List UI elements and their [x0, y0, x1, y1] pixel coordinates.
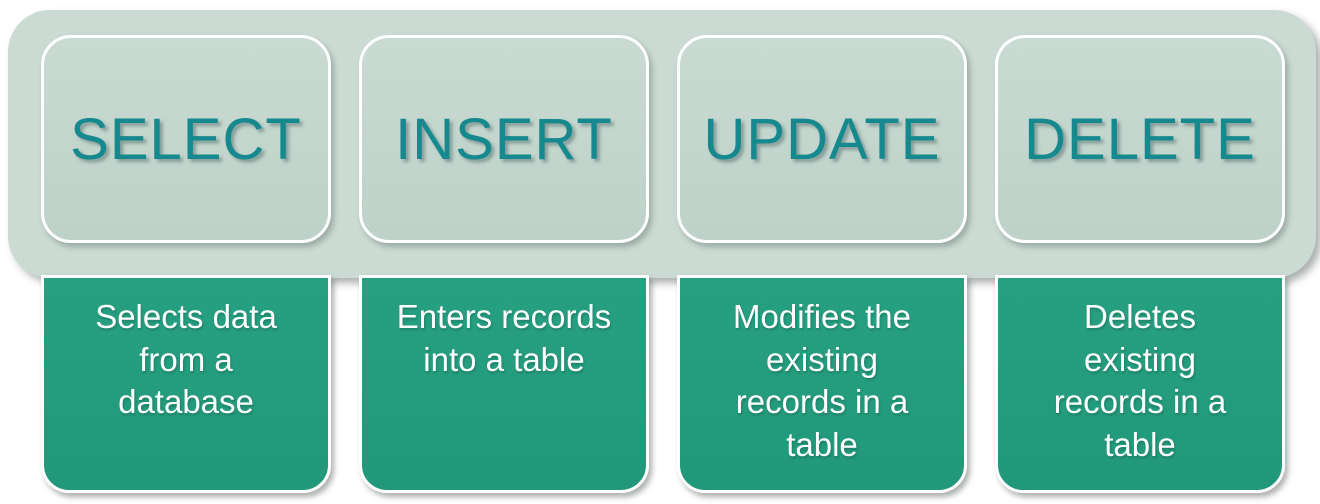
command-box-insert: INSERT [359, 35, 649, 243]
command-box-delete: DELETE [995, 35, 1285, 243]
command-title-delete: DELETE [1024, 106, 1256, 172]
command-box-update: UPDATE [677, 35, 967, 243]
description-text-update: Modifies the existing records in a table [733, 298, 911, 463]
description-box-delete: Deletes existing records in a table [995, 275, 1285, 493]
description-box-update: Modifies the existing records in a table [677, 275, 967, 493]
command-title-update: UPDATE [703, 106, 941, 172]
description-text-delete: Deletes existing records in a table [1053, 298, 1227, 463]
description-text-select: Selects data from a database [95, 298, 277, 421]
description-box-insert: Enters records into a table [359, 275, 649, 493]
description-text-insert: Enters records into a table [396, 298, 612, 378]
command-title-select: SELECT [70, 106, 302, 172]
command-title-insert: INSERT [395, 106, 613, 172]
command-box-select: SELECT [41, 35, 331, 243]
description-box-select: Selects data from a database [41, 275, 331, 493]
